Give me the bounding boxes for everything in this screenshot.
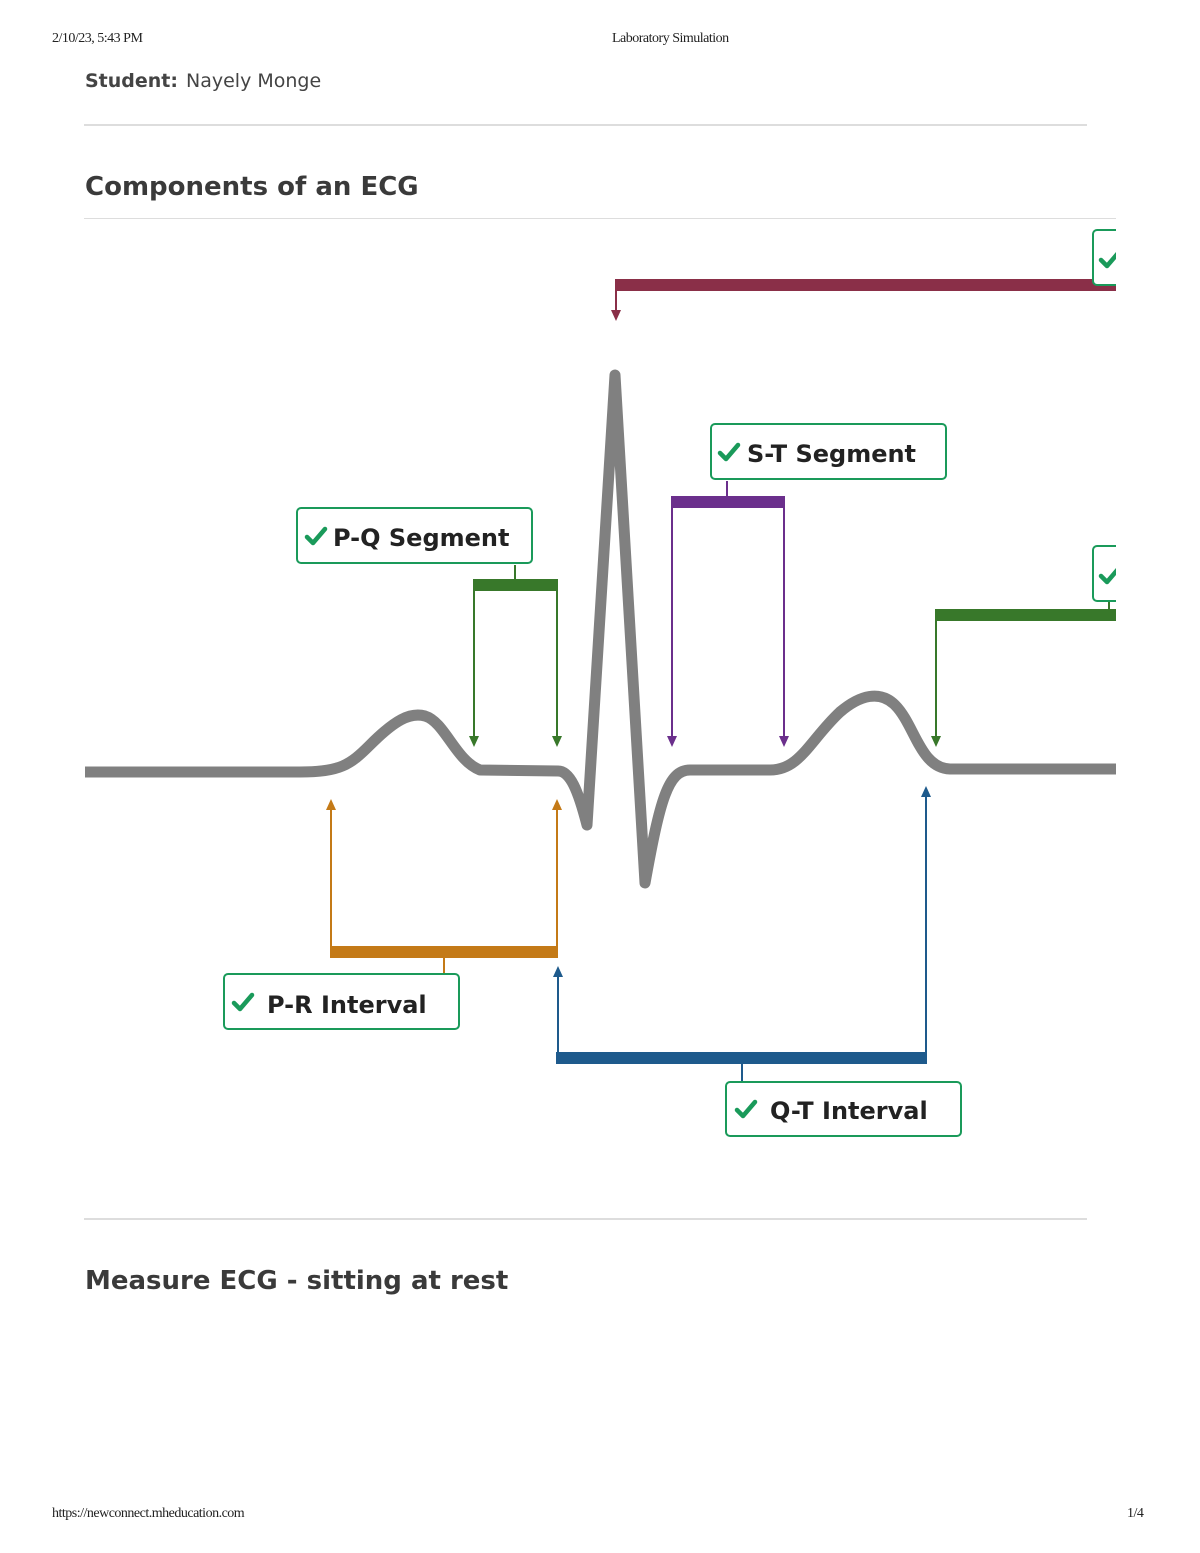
section-title-components: Components of an ECG [85, 172, 419, 202]
divider [84, 124, 1087, 126]
print-title: Laboratory Simulation [612, 31, 729, 46]
pr-bracket [326, 799, 562, 973]
footer-url: https://newconnect.mheducation.com [52, 1506, 245, 1521]
right-green-bracket [931, 601, 1116, 747]
st-label-text: S-T Segment [747, 440, 916, 468]
pr-label-text: P-R Interval [267, 991, 427, 1019]
student-name: Nayely Monge [186, 70, 322, 92]
label-qt-interval[interactable]: Q-T Interval [725, 1081, 962, 1137]
student-info: Student: Nayely Monge [85, 70, 321, 92]
qt-label-text: Q-T Interval [770, 1097, 928, 1125]
pq-bracket [469, 565, 562, 747]
section-title-measure: Measure ECG - sitting at rest [85, 1266, 509, 1296]
qt-bracket [553, 786, 931, 1081]
footer-page: 1/4 [1127, 1506, 1144, 1521]
pq-label-text: P-Q Segment [333, 524, 509, 552]
divider [84, 1218, 1087, 1220]
label-pr-interval[interactable]: P-R Interval [223, 973, 460, 1030]
top-bracket [611, 279, 1116, 321]
label-st-segment[interactable]: S-T Segment [710, 423, 947, 480]
ecg-trace [85, 369, 1116, 889]
student-label: Student: [85, 70, 178, 92]
label-pq-segment[interactable]: P-Q Segment [296, 507, 533, 564]
st-bracket [667, 481, 789, 747]
label-right-partial[interactable] [1092, 545, 1153, 602]
print-datetime: 2/10/23, 5:43 PM [52, 31, 143, 46]
divider [84, 218, 1116, 219]
label-top-partial[interactable] [1092, 229, 1153, 286]
